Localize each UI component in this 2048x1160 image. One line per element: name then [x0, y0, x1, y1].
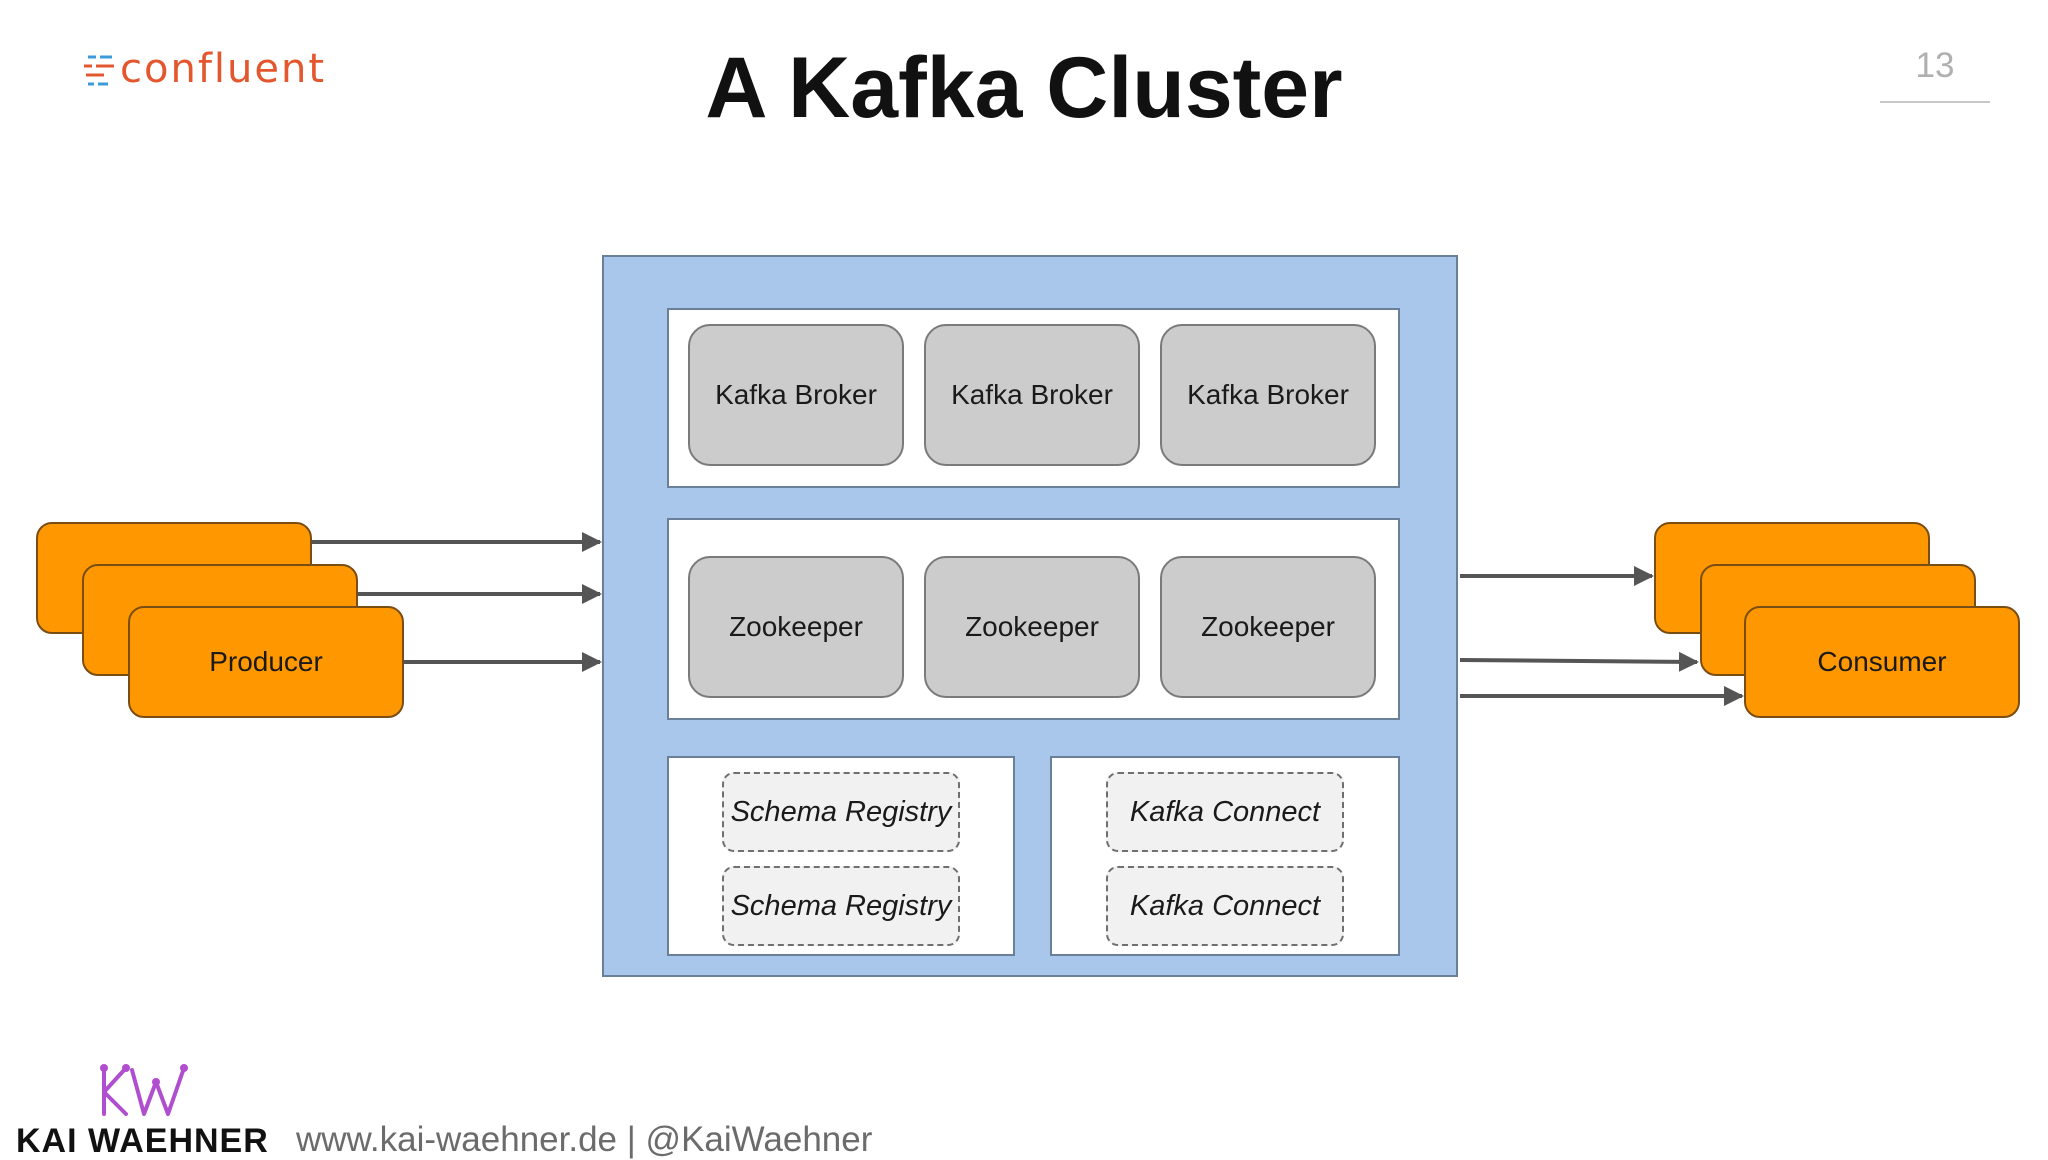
kafka-connect-1: Kafka Connect [1106, 772, 1344, 852]
consumer-card-front: Consumer [1744, 606, 2020, 718]
page-number: 13 [1915, 46, 1955, 85]
consumer-arrow-2 [1459, 651, 1699, 672]
zookeeper-3-label: Zookeeper [1201, 611, 1335, 642]
kafka-broker-3: Kafka Broker [1160, 324, 1376, 466]
schema-registry-1: Schema Registry [722, 772, 960, 852]
kafka-broker-3-label: Kafka Broker [1187, 379, 1349, 410]
zookeeper-3: Zookeeper [1160, 556, 1376, 698]
kafka-broker-1: Kafka Broker [688, 324, 904, 466]
zookeeper-2-label: Zookeeper [965, 611, 1099, 642]
schema-registry-2: Schema Registry [722, 866, 960, 946]
producer-label: Producer [209, 646, 323, 677]
kafka-connect-1-label: Kafka Connect [1129, 795, 1321, 828]
kafka-connect-2: Kafka Connect [1106, 866, 1344, 946]
kafka-connect-2-label: Kafka Connect [1129, 889, 1321, 922]
producer-card-front: Producer [128, 606, 404, 718]
zookeeper-1-label: Zookeeper [729, 611, 863, 642]
kafka-broker-2: Kafka Broker [924, 324, 1140, 466]
confluent-logo-text: confluent [120, 46, 327, 92]
zookeeper-1: Zookeeper [688, 556, 904, 698]
kai-waehner-logo-icon [100, 1064, 188, 1116]
consumer-label: Consumer [1817, 646, 1947, 677]
confluent-logo: confluent [82, 44, 326, 94]
confluent-mark-icon [84, 55, 114, 86]
kafka-broker-2-label: Kafka Broker [951, 379, 1113, 410]
schema-registry-2-label: Schema Registry [730, 889, 952, 922]
zookeeper-2: Zookeeper [924, 556, 1140, 698]
footer-author-name: KAI WAEHNER [16, 1122, 269, 1160]
footer-website: www.kai-waehner.de | @KaiWaehner [296, 1120, 873, 1159]
kafka-broker-1-label: Kafka Broker [715, 379, 877, 410]
page-number-underline [1880, 101, 1990, 103]
page-title: A Kafka Cluster [705, 40, 1343, 136]
schema-registry-1-label: Schema Registry [730, 795, 952, 828]
